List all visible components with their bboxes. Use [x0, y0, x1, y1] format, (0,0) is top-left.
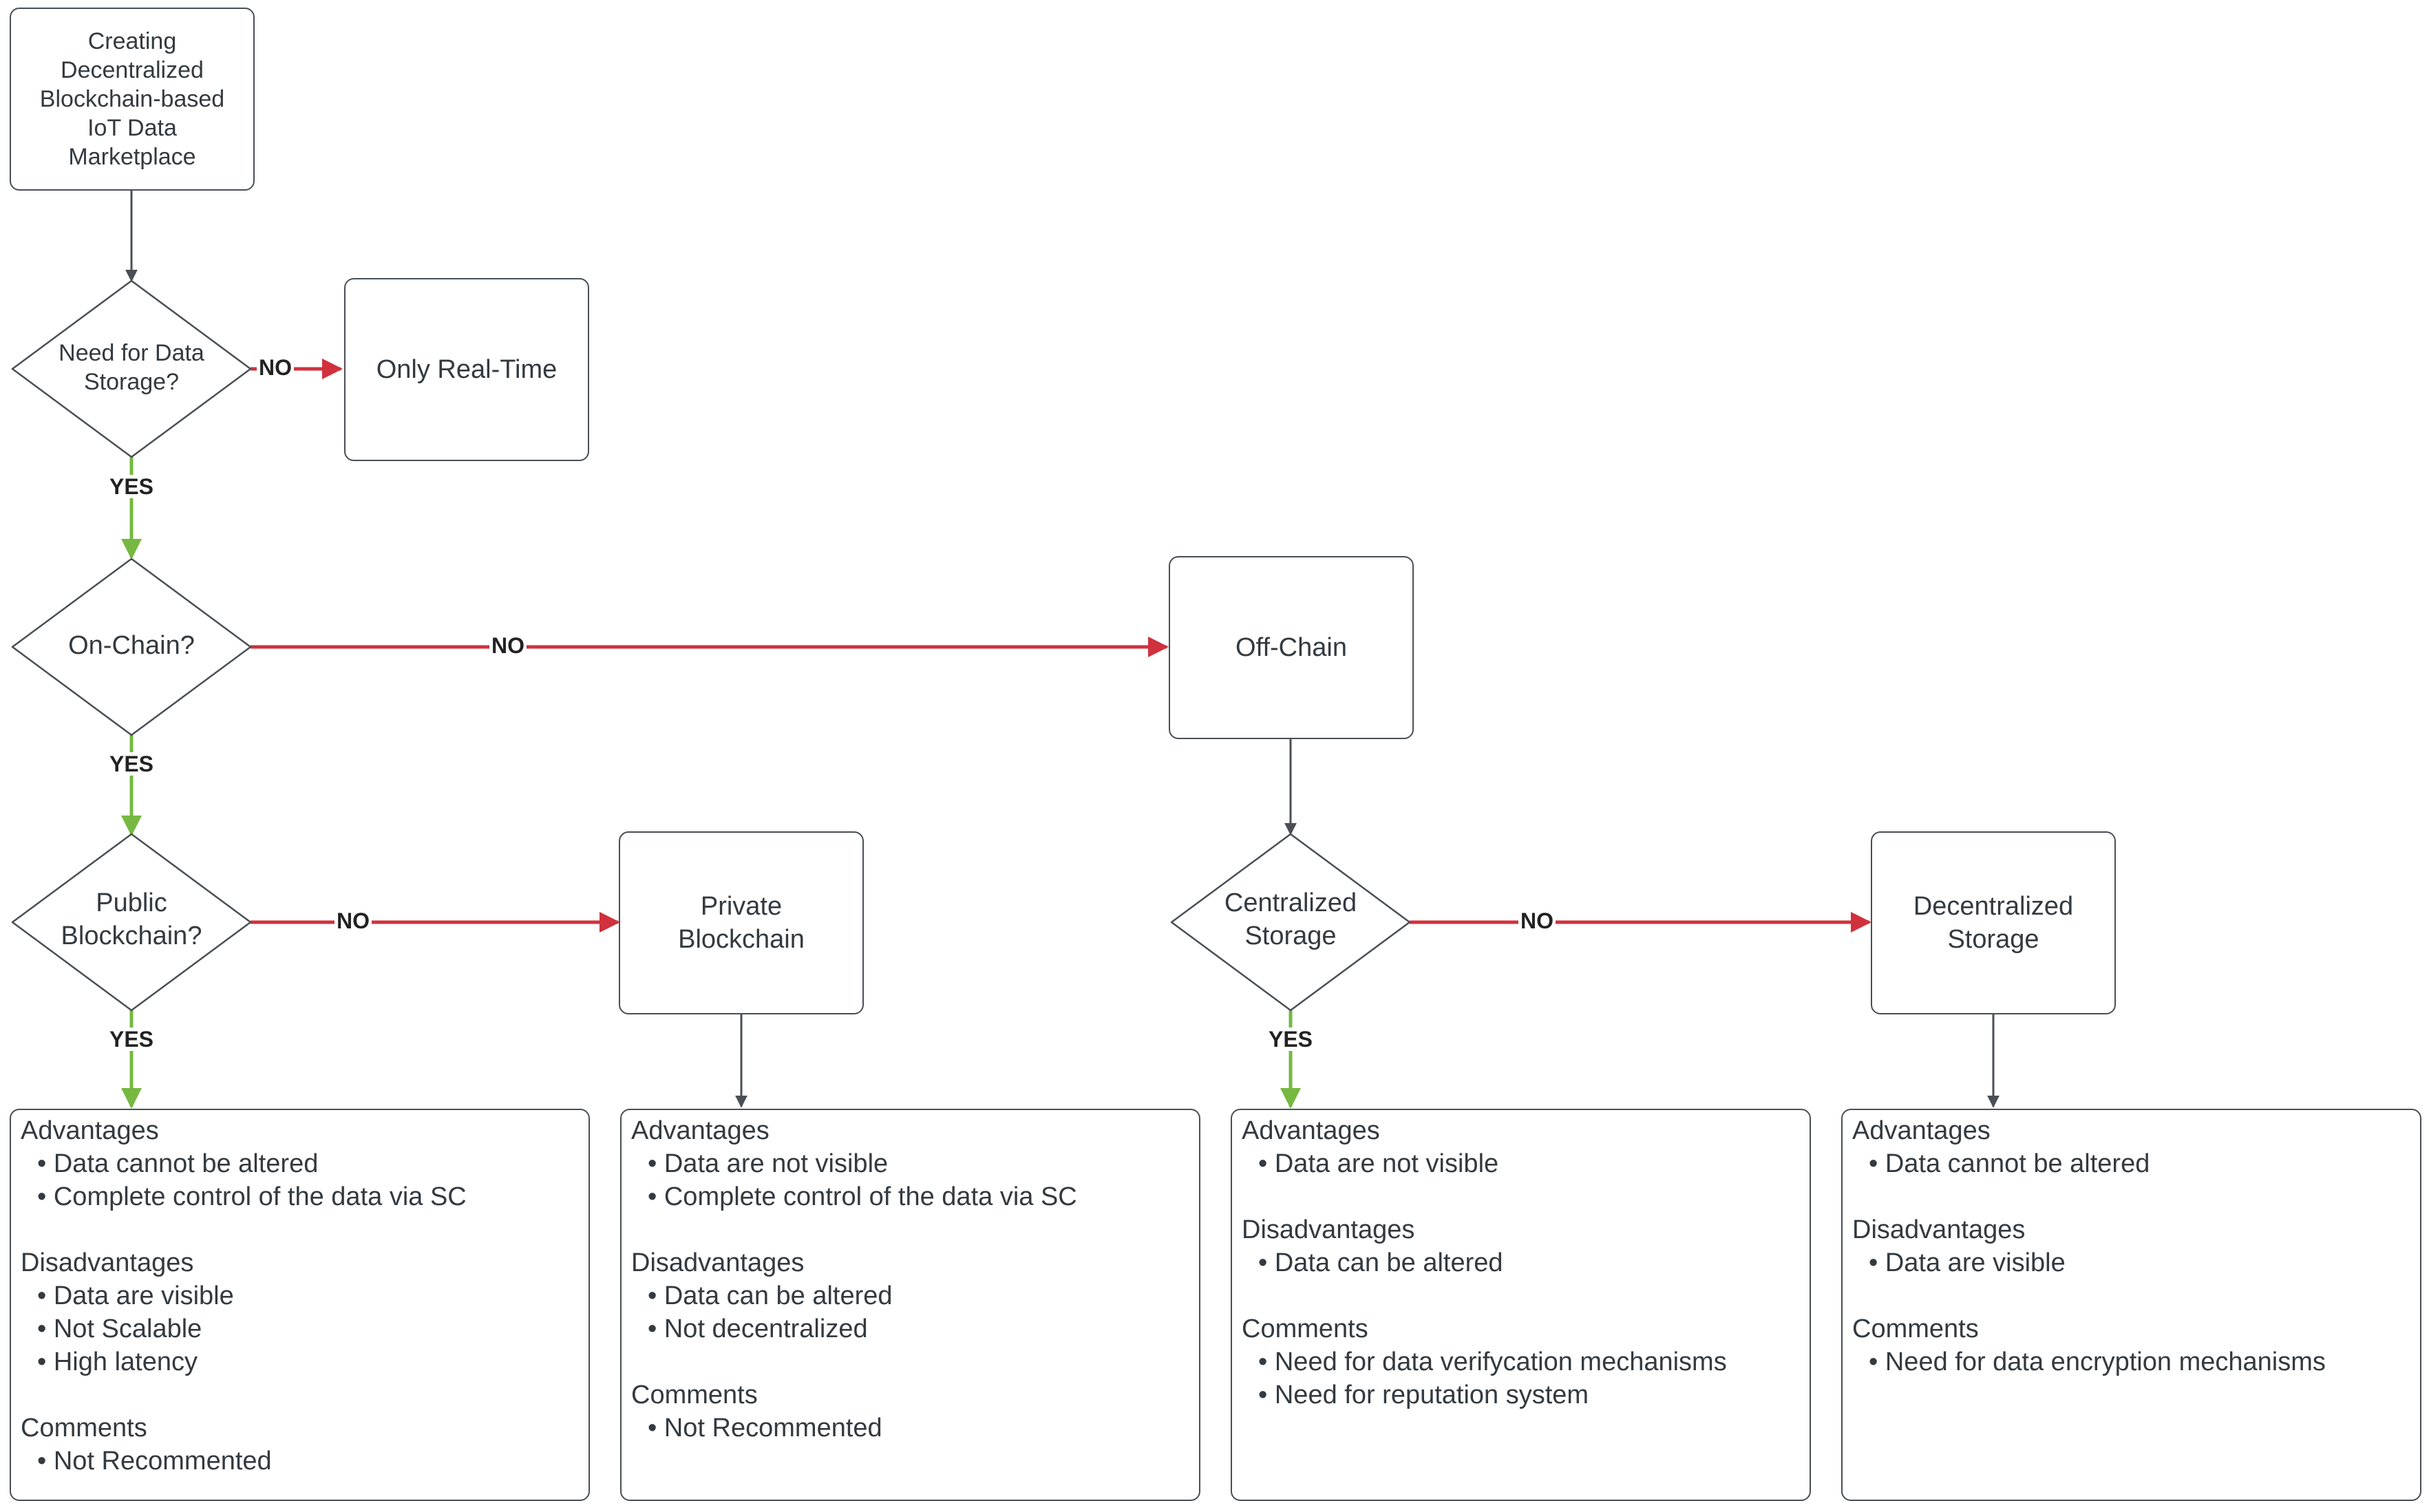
diamond-on-chain — [11, 557, 252, 736]
label-public-no: NO — [335, 909, 372, 933]
private-blockchain-node: Private Blockchain — [619, 831, 864, 1014]
need-storage-label: Need for Data Storage? — [59, 340, 204, 395]
only-real-time-label: Only Real-Time — [376, 355, 558, 384]
section-title: Disadvantages — [1242, 1215, 1415, 1244]
list-item: • Not Recommented — [648, 1414, 882, 1442]
panel-decentralized-storage: Advantages • Data cannot be altered Disa… — [1841, 1109, 2421, 1501]
section-title: Comments — [631, 1381, 758, 1409]
public-blockchain-label: Public Blockchain? — [61, 888, 202, 950]
label-need-storage-no: NO — [257, 356, 294, 379]
start-node: Creating Decentralized Blockchain-based … — [10, 8, 255, 191]
off-chain-node: Off-Chain — [1169, 556, 1414, 739]
label-on-chain-no: NO — [489, 634, 527, 657]
section-title: Disadvantages — [21, 1248, 194, 1277]
only-real-time-node: Only Real-Time — [344, 278, 589, 461]
section-title: Advantages — [1852, 1116, 1991, 1145]
decentralized-storage-node: Decentralized Storage — [1871, 831, 2116, 1014]
list-item: • Need for data verifycation mechanisms — [1258, 1348, 1727, 1376]
diamond-centralized-storage — [1170, 833, 1411, 1012]
diamond-need-storage — [11, 279, 252, 458]
list-item: • Not Recommented — [37, 1447, 272, 1476]
on-chain-label: On-Chain? — [68, 631, 195, 660]
list-item: • Data are visible — [37, 1281, 234, 1310]
section-title: Advantages — [631, 1116, 770, 1145]
list-item: • Complete control of the data via SC — [648, 1182, 1077, 1211]
list-item: • Not Scalable — [37, 1314, 202, 1343]
list-item: • Complete control of the data via SC — [37, 1182, 467, 1211]
list-item: • Need for reputation system — [1258, 1381, 1589, 1409]
list-item: • Data can be altered — [648, 1281, 893, 1310]
list-item: • Data can be altered — [1258, 1248, 1503, 1277]
section-title: Disadvantages — [631, 1248, 805, 1277]
section-title: Advantages — [1242, 1116, 1380, 1145]
list-item: • Data are visible — [1869, 1248, 2066, 1277]
section-title: Comments — [1242, 1314, 1368, 1343]
centralized-storage-label: Centralized Storage — [1224, 888, 1357, 950]
list-item: • Not decentralized — [648, 1314, 868, 1343]
section-title: Disadvantages — [1852, 1215, 2026, 1244]
label-public-yes: YES — [107, 1027, 156, 1051]
label-need-storage-yes: YES — [107, 475, 156, 498]
list-item: • Data are not visible — [648, 1149, 889, 1178]
list-item: • High latency — [37, 1348, 198, 1376]
private-blockchain-label: Private Blockchain — [678, 892, 805, 954]
off-chain-label: Off-Chain — [1235, 633, 1347, 662]
label-centralized-yes: YES — [1266, 1027, 1315, 1051]
section-title: Comments — [1852, 1314, 1979, 1343]
list-item: • Data cannot be altered — [37, 1149, 319, 1178]
section-title: Advantages — [21, 1116, 159, 1145]
section-title: Comments — [21, 1414, 147, 1442]
label-on-chain-yes: YES — [107, 752, 156, 776]
start-node-label: Creating Decentralized Blockchain-based … — [39, 28, 225, 170]
decentralized-storage-label: Decentralized Storage — [1913, 892, 2074, 954]
panel-public-blockchain: Advantages • Data cannot be altered • Co… — [10, 1109, 590, 1501]
list-item: • Data are not visible — [1258, 1149, 1499, 1178]
list-item: • Need for data encryption mechanisms — [1869, 1348, 2326, 1376]
list-item: • Data cannot be altered — [1869, 1149, 2150, 1178]
panel-private-blockchain: Advantages • Data are not visible • Comp… — [620, 1109, 1200, 1501]
panel-centralized-storage: Advantages • Data are not visible Disadv… — [1231, 1109, 1811, 1501]
diamond-public-blockchain — [11, 833, 252, 1012]
label-centralized-no: NO — [1518, 909, 1556, 933]
